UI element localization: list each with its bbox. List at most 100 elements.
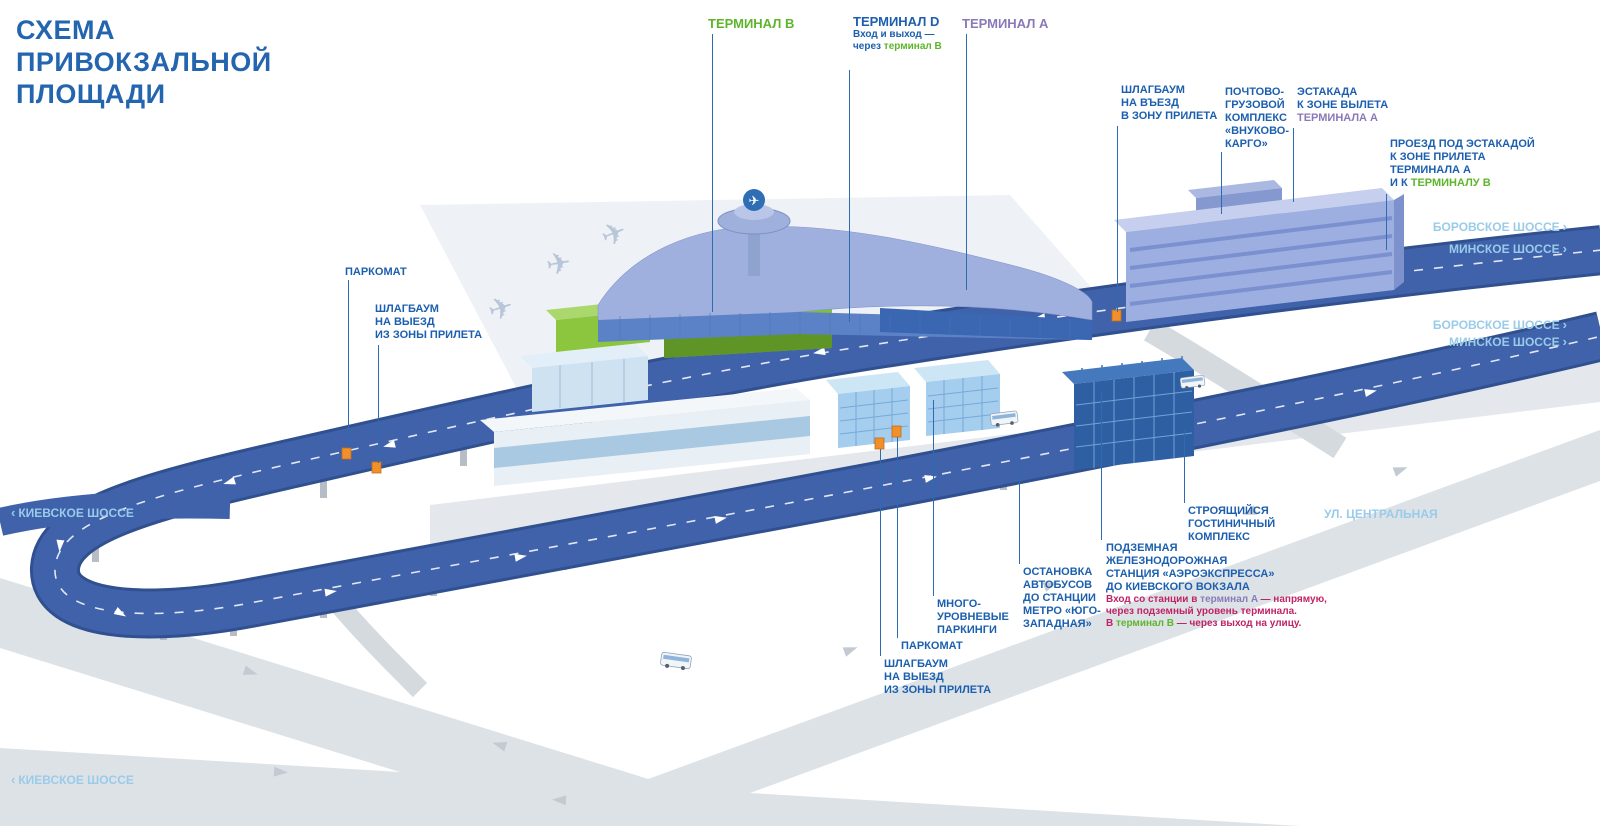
callout-line: ИЗ ЗОНЫ ПРИЛЕТА bbox=[884, 684, 992, 696]
ground-road-arrows bbox=[242, 467, 1408, 806]
road-label-central-street: УЛ. ЦЕНТРАЛЬНАЯ bbox=[1324, 507, 1438, 521]
terminal-d-note: через терминал B bbox=[853, 41, 942, 53]
leader-parkings bbox=[933, 400, 934, 596]
chevron-right-icon: › bbox=[1562, 334, 1567, 349]
road-label-kievskoe-bottom: ‹КИЕВСКОЕ ШОССЕ bbox=[8, 773, 134, 788]
barrier-marker-entry bbox=[1111, 309, 1122, 322]
chevron-left-icon: ‹ bbox=[11, 505, 16, 520]
callout-line: ЭСТАКАДА bbox=[1297, 86, 1358, 98]
callout-line: К ЗОНЕ ПРИЛЕТА bbox=[1390, 151, 1486, 163]
leader-underpass bbox=[1386, 194, 1387, 250]
road-label-minskoe-mid: МИНСКОЕ ШОССЕ› bbox=[1449, 334, 1570, 350]
callout-line: ГОСТИНИЧНЫЙ bbox=[1188, 518, 1276, 530]
callout-line: СТАНЦИЯ «АЭРОЭКСПРЕССА» bbox=[1106, 568, 1275, 580]
callout-line: ГРУЗОВОЙ bbox=[1225, 99, 1285, 111]
callout-note: В терминал B — через выход на улицу. bbox=[1106, 618, 1327, 630]
callout-line: ПРОЕЗД ПОД ЭСТАКАДОЙ bbox=[1390, 138, 1535, 150]
parking-building-2 bbox=[914, 360, 1000, 436]
service-building-long bbox=[480, 388, 810, 486]
callout-line: ИЗ ЗОНЫ ПРИЛЕТА bbox=[375, 329, 483, 341]
callout-line: ШЛАГБАУМ bbox=[884, 658, 948, 670]
chevron-right-icon: › bbox=[1562, 241, 1567, 256]
leader-barrier-entry bbox=[1117, 126, 1118, 312]
control-tower: ✈ bbox=[717, 189, 791, 276]
callout-parkomat-bottom: ПАРКОМАТ bbox=[901, 640, 963, 653]
callout-line: КОМПЛЕКС bbox=[1225, 112, 1287, 124]
title-line: СХЕМА bbox=[16, 15, 115, 45]
callout-line: К ЗОНЕ ВЫЛЕТА bbox=[1297, 99, 1389, 111]
airplane-icon: ✈ bbox=[749, 194, 760, 209]
callout-line: НА ВЫЕЗД bbox=[884, 671, 944, 683]
callout-line-terminal-a: ТЕРМИНАЛА A bbox=[1297, 112, 1379, 124]
leader-hotel bbox=[1184, 430, 1185, 503]
callout-barrier-entry-arrival: ШЛАГБАУМ НА ВЪЕЗД В ЗОНУ ПРИЛЕТА bbox=[1121, 84, 1217, 123]
leader-overpass bbox=[1293, 128, 1294, 202]
callout-line: ЗАПАДНАЯ» bbox=[1023, 618, 1092, 630]
terminal-d-name: ТЕРМИНАЛ D bbox=[853, 14, 940, 29]
road-kievskoe-bottom bbox=[0, 748, 1300, 826]
callout-line: ДО КИЕВСКОГО ВОКЗАЛА bbox=[1106, 581, 1250, 593]
callout-line: ШЛАГБАУМ bbox=[375, 303, 439, 315]
bus bbox=[1179, 374, 1206, 390]
callout-line: ПАРКИНГИ bbox=[937, 624, 997, 636]
leader-barrier-exit-left bbox=[378, 345, 379, 463]
callout-rail-station: ПОДЗЕМНАЯ ЖЕЛЕЗНОДОРОЖНАЯ СТАНЦИЯ «АЭРОЭ… bbox=[1106, 542, 1327, 630]
callout-terminal-b: ТЕРМИНАЛУ B bbox=[1410, 177, 1491, 189]
callout-underpass: ПРОЕЗД ПОД ЭСТАКАДОЙ К ЗОНЕ ПРИЛЕТА ТЕРМ… bbox=[1390, 138, 1535, 190]
note-text: Вход со станции в bbox=[1106, 594, 1201, 605]
callout-line: НА ВЪЕЗД bbox=[1121, 97, 1179, 109]
road-label-kievskoe-left: ‹КИЕВСКОЕ ШОССЕ bbox=[8, 505, 134, 521]
callout-barrier-exit-left: ШЛАГБАУМ НА ВЫЕЗД ИЗ ЗОНЫ ПРИЛЕТА bbox=[375, 303, 482, 342]
note-terminal-b: терминал B bbox=[883, 41, 942, 52]
parking-buildings bbox=[826, 360, 1000, 448]
note-text: через bbox=[853, 41, 884, 52]
callout-line: ПАРКОМАТ bbox=[345, 266, 407, 278]
leader-parkomat-bottom bbox=[897, 437, 898, 638]
callout-hotel-construction: СТРОЯЩИЙСЯ ГОСТИНИЧНЫЙ КОМПЛЕКС bbox=[1188, 505, 1275, 544]
road-central-street bbox=[520, 430, 1600, 826]
road-left-diagonal bbox=[0, 578, 800, 826]
callout-line: ДО СТАНЦИИ bbox=[1023, 592, 1096, 604]
parkomat-marker-bottom bbox=[891, 425, 902, 438]
ramp-kievskoe-left bbox=[0, 490, 231, 536]
road-label-borovskoe-mid: БОРОВСКОЕ ШОССЕ› bbox=[1433, 318, 1570, 333]
note-text: — напрямую, bbox=[1257, 594, 1327, 605]
callout-line: НА ВЫЕЗД bbox=[375, 316, 435, 328]
note-terminal-a: терминал A bbox=[1200, 594, 1258, 605]
terminal-d-building: ✈ bbox=[597, 189, 1093, 342]
note-terminal-b: терминал B bbox=[1116, 618, 1174, 629]
callout-line: ПАРКОМАТ bbox=[901, 640, 963, 652]
road-name: МИНСКОЕ ШОССЕ bbox=[1448, 242, 1560, 256]
leader-parkomat-left bbox=[348, 280, 349, 448]
road-name: УЛ. ЦЕНТРАЛЬНАЯ bbox=[1324, 507, 1438, 521]
road-name: БОРОВСКОЕ ШОССЕ bbox=[1432, 220, 1560, 234]
callout-line: ПОДЗЕМНАЯ bbox=[1106, 542, 1178, 554]
callout-note: через подземный уровень терминала. bbox=[1106, 606, 1297, 617]
barrier-marker-bottom bbox=[874, 437, 885, 450]
parkomat-marker-left bbox=[341, 447, 352, 460]
road-label-minskoe-top: МИНСКОЕ ШОССЕ› bbox=[1448, 241, 1570, 257]
callout-line: УРОВНЕВЫЕ bbox=[937, 611, 1009, 623]
callout-multilevel-parkings: МНОГО- УРОВНЕВЫЕ ПАРКИНГИ bbox=[937, 598, 1009, 637]
callout-line: В ЗОНУ ПРИЛЕТА bbox=[1121, 110, 1218, 122]
tower-logo-circle bbox=[743, 189, 765, 211]
bus bbox=[660, 651, 692, 671]
svg-text:✈: ✈ bbox=[543, 245, 574, 284]
callout-barrier-exit-bottom: ШЛАГБАУМ НА ВЫЕЗД ИЗ ЗОНЫ ПРИЛЕТА bbox=[884, 658, 991, 697]
callout-line: АВТОБУСОВ bbox=[1023, 579, 1093, 591]
leader-rail-station bbox=[1101, 392, 1102, 540]
leader-terminal-d bbox=[849, 70, 850, 322]
road-label-borovskoe-top: БОРОВСКОЕ ШОССЕ› bbox=[1432, 220, 1570, 235]
leader-bus-stop bbox=[1019, 436, 1020, 564]
hotel-construction-building bbox=[1062, 356, 1194, 470]
buses bbox=[660, 374, 1206, 671]
road-name: КИЕВСКОЕ ШОССЕ bbox=[18, 506, 134, 520]
callout-line: МНОГО- bbox=[937, 598, 981, 610]
barrier-marker-left bbox=[371, 461, 382, 474]
leader-cargo bbox=[1221, 152, 1222, 214]
parking-building-1 bbox=[826, 372, 910, 448]
terminal-a-building bbox=[1114, 188, 1404, 322]
page-title: СХЕМА ПРИВОКЗАЛЬНОЙ ПЛОЩАДИ bbox=[16, 14, 272, 110]
